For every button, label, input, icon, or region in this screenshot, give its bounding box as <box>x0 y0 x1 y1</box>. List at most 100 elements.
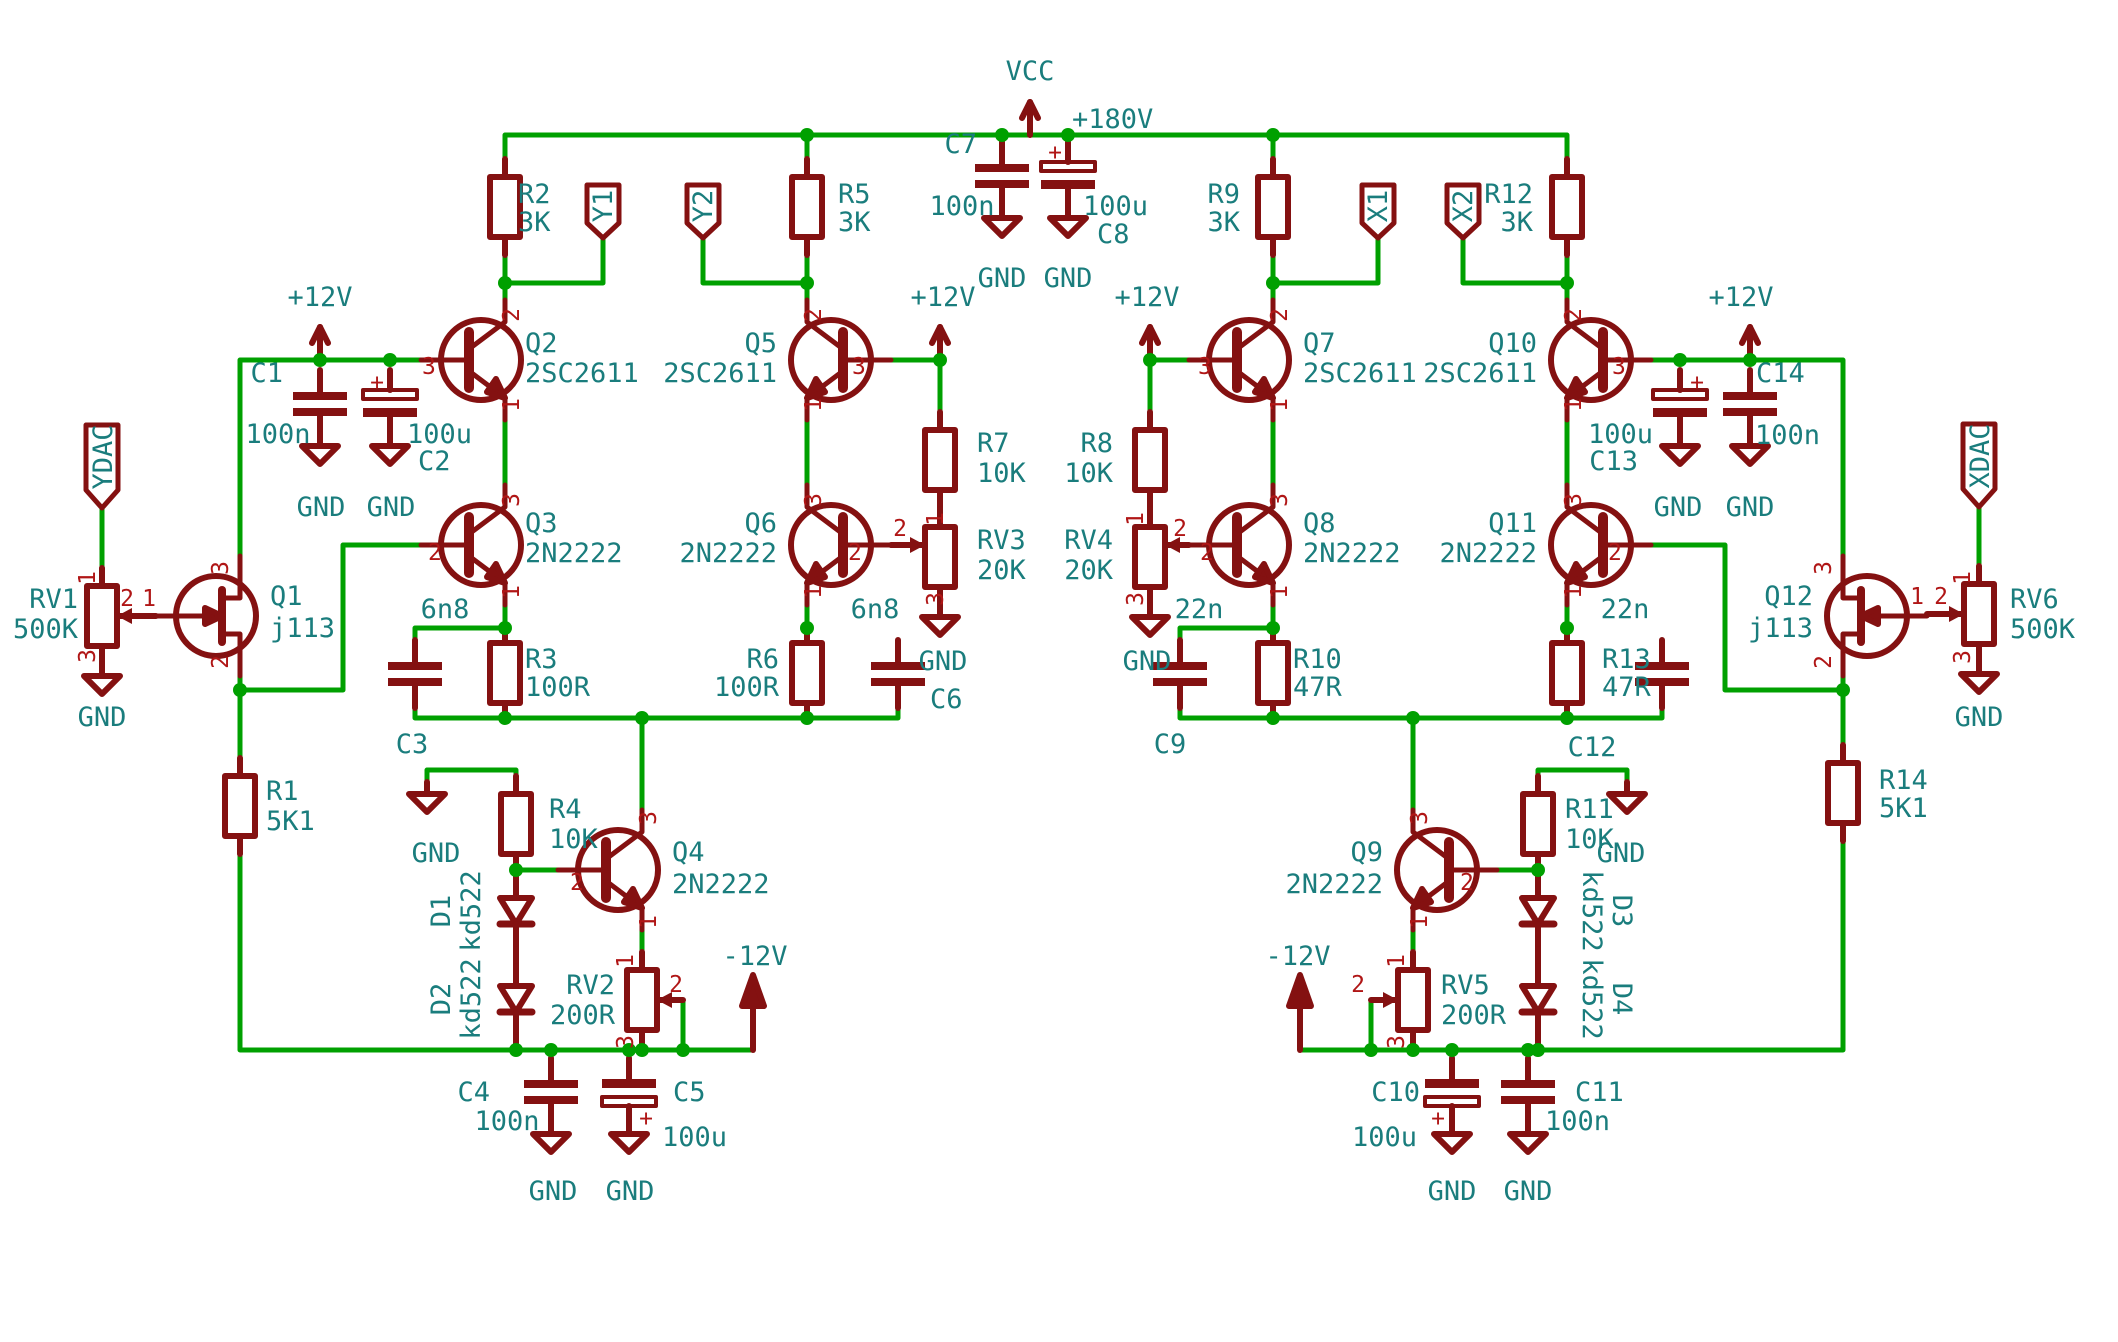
ref-label: R10 <box>1293 644 1342 675</box>
resistor-R12[interactable] <box>1552 159 1582 255</box>
resistor-R1[interactable] <box>225 758 255 854</box>
gnd-icon <box>409 782 445 812</box>
pin-number: 3 <box>852 354 866 380</box>
resistor-R13[interactable] <box>1552 625 1582 721</box>
ref-label: Q4 <box>672 837 705 868</box>
pin-number: 1 <box>1267 585 1293 599</box>
pin-number: 1 <box>499 585 525 599</box>
pin-number: 2 <box>570 870 584 896</box>
wire-p12-mid-right <box>1147 357 1192 415</box>
resistor-R4[interactable] <box>501 776 531 872</box>
transistor-Q9[interactable] <box>1397 810 1497 930</box>
gnd-icon <box>1132 605 1168 635</box>
value-label: 2SC2611 <box>1303 358 1417 389</box>
net-label-12v: +12V <box>910 282 975 313</box>
gnd-label: GND <box>412 838 461 869</box>
polarity-plus: + <box>1690 370 1704 396</box>
value-label: 2N2222 <box>672 869 770 900</box>
resistor-R3[interactable] <box>490 625 520 721</box>
resistor-R8[interactable] <box>1135 412 1165 508</box>
wire-flag-x2 <box>1460 235 1570 286</box>
value-label: 6n8 <box>851 594 900 625</box>
ref-label: C9 <box>1154 729 1187 760</box>
transistor-Q1[interactable] <box>156 556 256 676</box>
diode-D1[interactable] <box>500 878 532 944</box>
ref-label: R7 <box>977 428 1010 459</box>
vcc-arrow-icon <box>1022 102 1038 135</box>
value-label: 100n <box>1545 1106 1610 1137</box>
ref-label: Q5 <box>744 328 777 359</box>
transistor-Q12[interactable] <box>1827 556 1927 676</box>
pin-number: 2 <box>1460 870 1474 896</box>
value-label: 6n8 <box>421 594 470 625</box>
wire-c9-top <box>1177 625 1276 645</box>
gnd-label: GND <box>529 1176 578 1207</box>
ref-label: R3 <box>525 644 558 675</box>
value-label: 100n <box>1755 420 1820 451</box>
ref-label: R2 <box>518 179 551 210</box>
pin-number: 1 <box>923 512 949 526</box>
value-label: 100n <box>245 419 310 450</box>
wire-flag-x1 <box>1270 235 1381 286</box>
n12-arrow-icon <box>1289 975 1311 1050</box>
value-label: 2SC2611 <box>1423 358 1537 389</box>
pin-number: 2 <box>1267 308 1293 322</box>
capacitor-C3[interactable] <box>388 640 442 708</box>
value-label: 2SC2611 <box>525 358 639 389</box>
value-label: 100u <box>1083 191 1148 222</box>
value-label: kd522 <box>1576 958 1607 1039</box>
value-label: 100u <box>1352 1122 1417 1153</box>
resistor-R6[interactable] <box>792 625 822 721</box>
ref-label: Q1 <box>270 581 303 612</box>
value-label: 500K <box>2010 614 2076 645</box>
pin-number: 2 <box>1351 972 1365 998</box>
diode-D4[interactable] <box>1522 966 1554 1032</box>
resistor-R7[interactable] <box>925 412 955 508</box>
value-label: kd522 <box>1576 870 1607 951</box>
diode-D3[interactable] <box>1522 878 1554 944</box>
pin-number: 3 <box>208 561 234 575</box>
ref-label: Q7 <box>1303 328 1336 359</box>
pin-number: 3 <box>422 354 436 380</box>
resistor-R14[interactable] <box>1828 745 1858 841</box>
gnd-icon <box>1662 434 1698 464</box>
value-label: 5K1 <box>1879 793 1928 824</box>
value-label: 2N2222 <box>1303 538 1401 569</box>
resistor-R10[interactable] <box>1258 625 1288 721</box>
value-label: 100n <box>474 1106 539 1137</box>
capacitor-C6[interactable] <box>871 640 925 708</box>
ref-label: R4 <box>549 794 582 825</box>
pin-number: 3 <box>1612 354 1626 380</box>
pin-number: 3 <box>1384 1035 1410 1049</box>
resistor-R11[interactable] <box>1523 776 1553 872</box>
resistor-R9[interactable] <box>1258 159 1288 255</box>
ref-label: C14 <box>1756 358 1805 389</box>
polarity-plus: + <box>639 1106 653 1132</box>
diode-D2[interactable] <box>500 966 532 1032</box>
n12-arrow-icon <box>742 975 764 1050</box>
resistor-R5[interactable] <box>792 159 822 255</box>
flag-label: Y1 <box>588 190 619 223</box>
wire-p12-mid-left <box>888 357 943 415</box>
ref-label: D1 <box>426 895 457 928</box>
ref-label: C2 <box>418 446 451 477</box>
gnd-label: GND <box>1597 838 1646 869</box>
pin-number: 1 <box>75 571 101 585</box>
flags <box>86 185 1995 508</box>
ref-label: C8 <box>1097 219 1130 250</box>
ref-label: Q8 <box>1303 508 1336 539</box>
pin-number: 2 <box>848 540 862 566</box>
pin-number: 3 <box>1407 811 1433 825</box>
pin-number: 1 <box>1561 585 1587 599</box>
value-label: 200R <box>550 1000 616 1031</box>
pin-number: 2 <box>1811 655 1837 669</box>
ref-label: Q10 <box>1488 328 1537 359</box>
junction-dots <box>233 128 1850 1057</box>
value-label: kd522 <box>456 958 487 1039</box>
value-label: 3K <box>1500 207 1533 238</box>
value-label: 500K <box>13 614 79 645</box>
resistor-R2[interactable] <box>490 159 520 255</box>
pin-number: 3 <box>636 811 662 825</box>
wire-c3-top <box>412 625 508 645</box>
ref-label: R1 <box>266 776 299 807</box>
